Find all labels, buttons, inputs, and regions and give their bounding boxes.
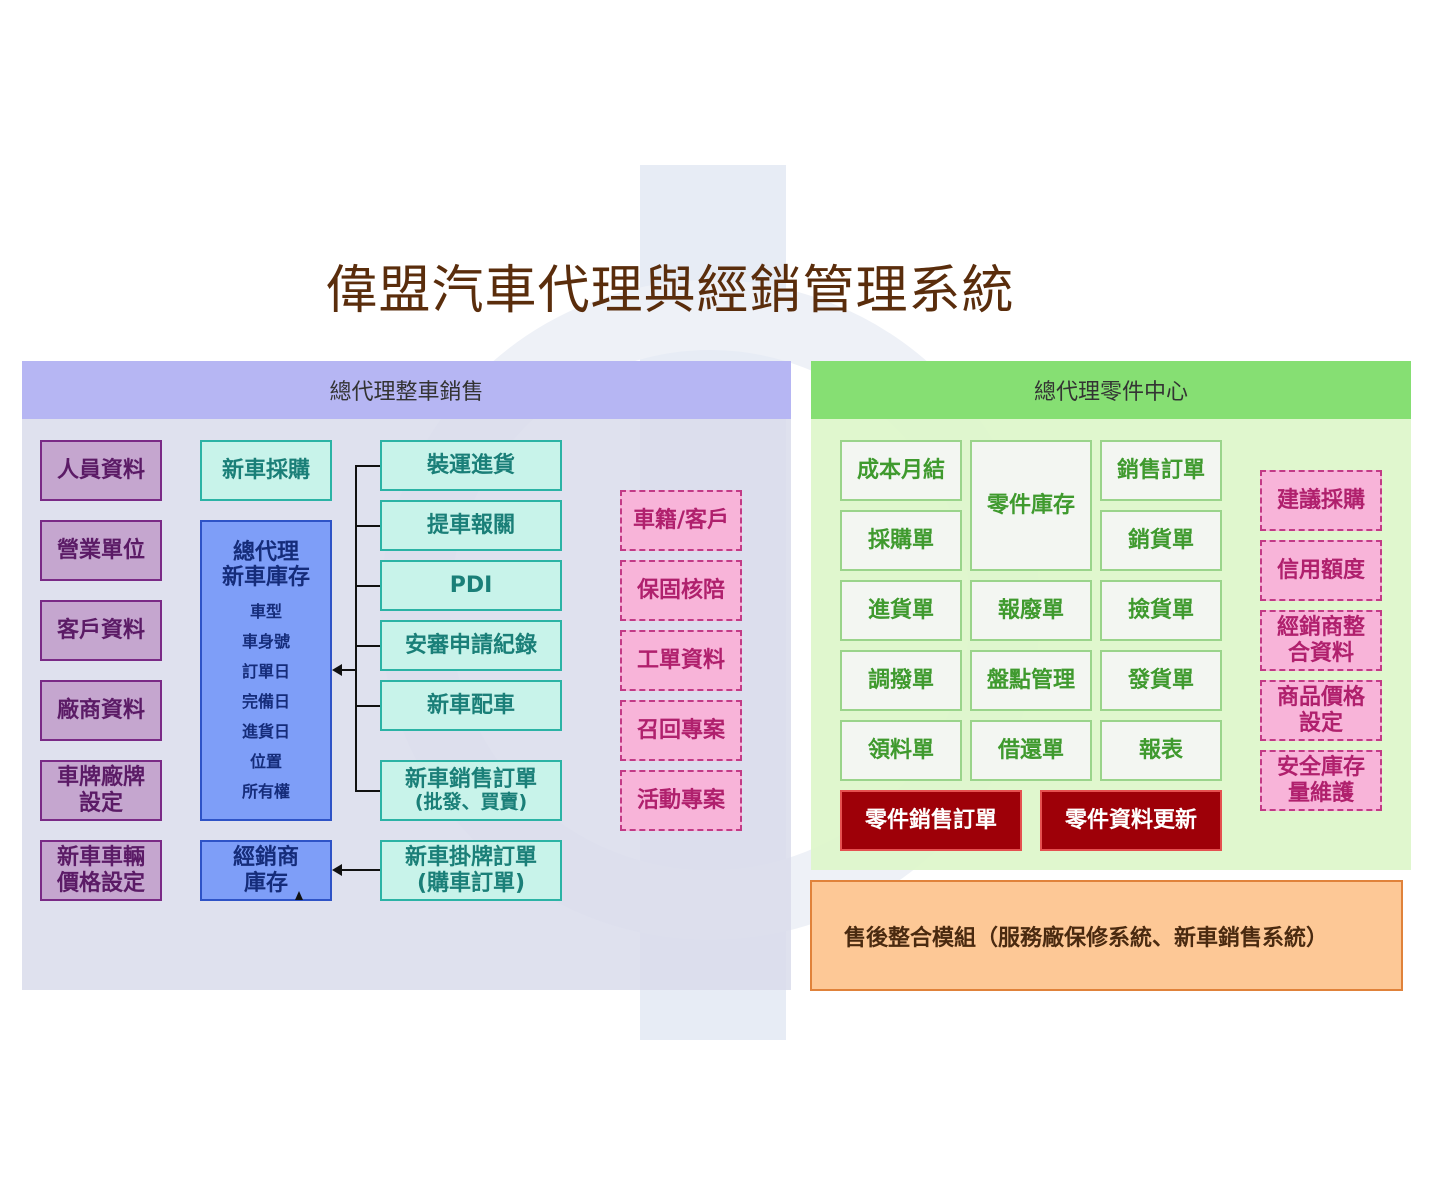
parts-shipping[interactable]: 發貨單 <box>1100 650 1222 711</box>
linked-product-price[interactable]: 商品價格設定 <box>1260 680 1382 741</box>
plate-order-line2: (購車訂單) <box>416 870 526 896</box>
left-panel-header: 總代理整車銷售 <box>22 361 791 419</box>
product-price-line1: 商品價格 <box>1276 685 1365 711</box>
mouse-cursor-icon <box>295 891 303 900</box>
parts-loan-return[interactable]: 借還單 <box>970 720 1092 781</box>
connector-tick <box>355 705 380 707</box>
connector-tick <box>355 790 380 792</box>
linked-warranty[interactable]: 保固核陪 <box>620 560 742 621</box>
linked-credit-limit[interactable]: 信用額度 <box>1260 540 1382 601</box>
after-sales-label: 售後整合模組（服務廠保修系統、新車銷售系統） <box>844 925 1329 951</box>
right-panel-header: 總代理零件中心 <box>811 361 1411 419</box>
parts-requisition[interactable]: 領料單 <box>840 720 962 781</box>
parts-sales-slip[interactable]: 銷貨單 <box>1100 510 1222 571</box>
parts-inventory[interactable]: 零件庫存 <box>970 440 1092 571</box>
arrow-left-icon <box>332 864 342 876</box>
new-car-purchase[interactable]: 新車採購 <box>200 440 332 501</box>
dealer-data-line2: 合資料 <box>1287 640 1354 666</box>
inventory-title-2: 新車庫存 <box>221 565 310 591</box>
parts-purchase-order[interactable]: 採購單 <box>840 510 962 571</box>
after-sales-module[interactable]: 售後整合模組（服務廠保修系統、新車銷售系統） <box>810 880 1403 991</box>
linked-dealer-data[interactable]: 經銷商整合資料 <box>1260 610 1382 671</box>
master-data-customer[interactable]: 客戶資料 <box>40 600 162 661</box>
parts-stocktaking[interactable]: 盤點管理 <box>970 650 1092 711</box>
sales-order-line2: (批發、買賣) <box>414 791 528 814</box>
parts-sales-order-button[interactable]: 零件銷售訂單 <box>840 790 1022 851</box>
process-customs-clearance[interactable]: 提車報關 <box>380 500 562 551</box>
linked-campaign[interactable]: 活動專案 <box>620 770 742 831</box>
process-new-car-sales-order[interactable]: 新車銷售訂單(批發、買賣) <box>380 760 562 821</box>
connector-vertical <box>355 465 357 791</box>
connector-plate-to-dealer <box>342 869 380 871</box>
process-safety-review[interactable]: 安審申請紀錄 <box>380 620 562 671</box>
master-data-plate-brand[interactable]: 車牌廠牌設定 <box>40 760 162 821</box>
process-new-car-plate-order[interactable]: 新車掛牌訂單(購車訂單) <box>380 840 562 901</box>
linked-safety-stock[interactable]: 安全庫存量維護 <box>1260 750 1382 811</box>
parts-picking[interactable]: 撿貨單 <box>1100 580 1222 641</box>
process-pdi[interactable]: PDI <box>380 560 562 611</box>
new-car-price-line1: 新車車輛 <box>56 845 145 871</box>
inventory-field: 完備日 <box>241 691 290 711</box>
distributor-inventory[interactable]: 總代理 新車庫存 車型 車身號 訂單日 完備日 進貨日 位置 所有權 <box>200 520 332 821</box>
parts-receipt[interactable]: 進貨單 <box>840 580 962 641</box>
parts-transfer[interactable]: 調撥單 <box>840 650 962 711</box>
linked-recall[interactable]: 召回專案 <box>620 700 742 761</box>
inventory-title-1: 總代理 <box>232 540 299 565</box>
inventory-field: 位置 <box>249 751 282 771</box>
parts-scrap[interactable]: 報廢單 <box>970 580 1092 641</box>
inventory-field: 車型 <box>249 601 282 621</box>
safety-stock-line1: 安全庫存 <box>1276 755 1365 781</box>
process-shipment-receipt[interactable]: 裝運進貨 <box>380 440 562 491</box>
new-car-price-line2: 價格設定 <box>56 870 145 896</box>
inventory-field: 訂單日 <box>241 661 290 681</box>
dealer-data-line1: 經銷商整 <box>1276 615 1365 641</box>
linked-vehicle-customer[interactable]: 車籍/客戶 <box>620 490 742 551</box>
safety-stock-line2: 量維護 <box>1287 780 1354 806</box>
master-data-staff[interactable]: 人員資料 <box>40 440 162 501</box>
plate-brand-line1: 車牌廠牌 <box>56 765 145 791</box>
inventory-field: 所有權 <box>241 781 290 801</box>
connector-tick <box>355 465 380 467</box>
master-data-new-car-price[interactable]: 新車車輛價格設定 <box>40 840 162 901</box>
process-vehicle-allocation[interactable]: 新車配車 <box>380 680 562 731</box>
page-title: 偉盟汽車代理與經銷管理系統 <box>325 261 1015 321</box>
parts-monthly-closing[interactable]: 成本月結 <box>840 440 962 501</box>
connector-tick <box>355 525 380 527</box>
linked-work-order[interactable]: 工單資料 <box>620 630 742 691</box>
inventory-field: 車身號 <box>241 631 290 651</box>
connector-tick <box>355 645 380 647</box>
inventory-field: 進貨日 <box>241 721 290 741</box>
connector-tick <box>355 585 380 587</box>
master-data-business-unit[interactable]: 營業單位 <box>40 520 162 581</box>
parts-sales-order[interactable]: 銷售訂單 <box>1100 440 1222 501</box>
plate-order-line1: 新車掛牌訂單 <box>404 845 537 871</box>
product-price-line2: 設定 <box>1298 710 1343 736</box>
dealer-inventory-line1: 經銷商 <box>232 845 299 871</box>
linked-suggested-purchase[interactable]: 建議採購 <box>1260 470 1382 531</box>
connector-to-inventory <box>340 669 355 671</box>
dealer-inventory[interactable]: 經銷商庫存 <box>200 840 332 901</box>
parts-data-update-button[interactable]: 零件資料更新 <box>1040 790 1222 851</box>
dealer-inventory-line2: 庫存 <box>243 870 288 896</box>
sales-order-line1: 新車銷售訂單 <box>404 766 537 792</box>
master-data-vendor[interactable]: 廠商資料 <box>40 680 162 741</box>
parts-reports[interactable]: 報表 <box>1100 720 1222 781</box>
plate-brand-line2: 設定 <box>78 790 123 816</box>
arrow-left-icon <box>332 664 342 676</box>
